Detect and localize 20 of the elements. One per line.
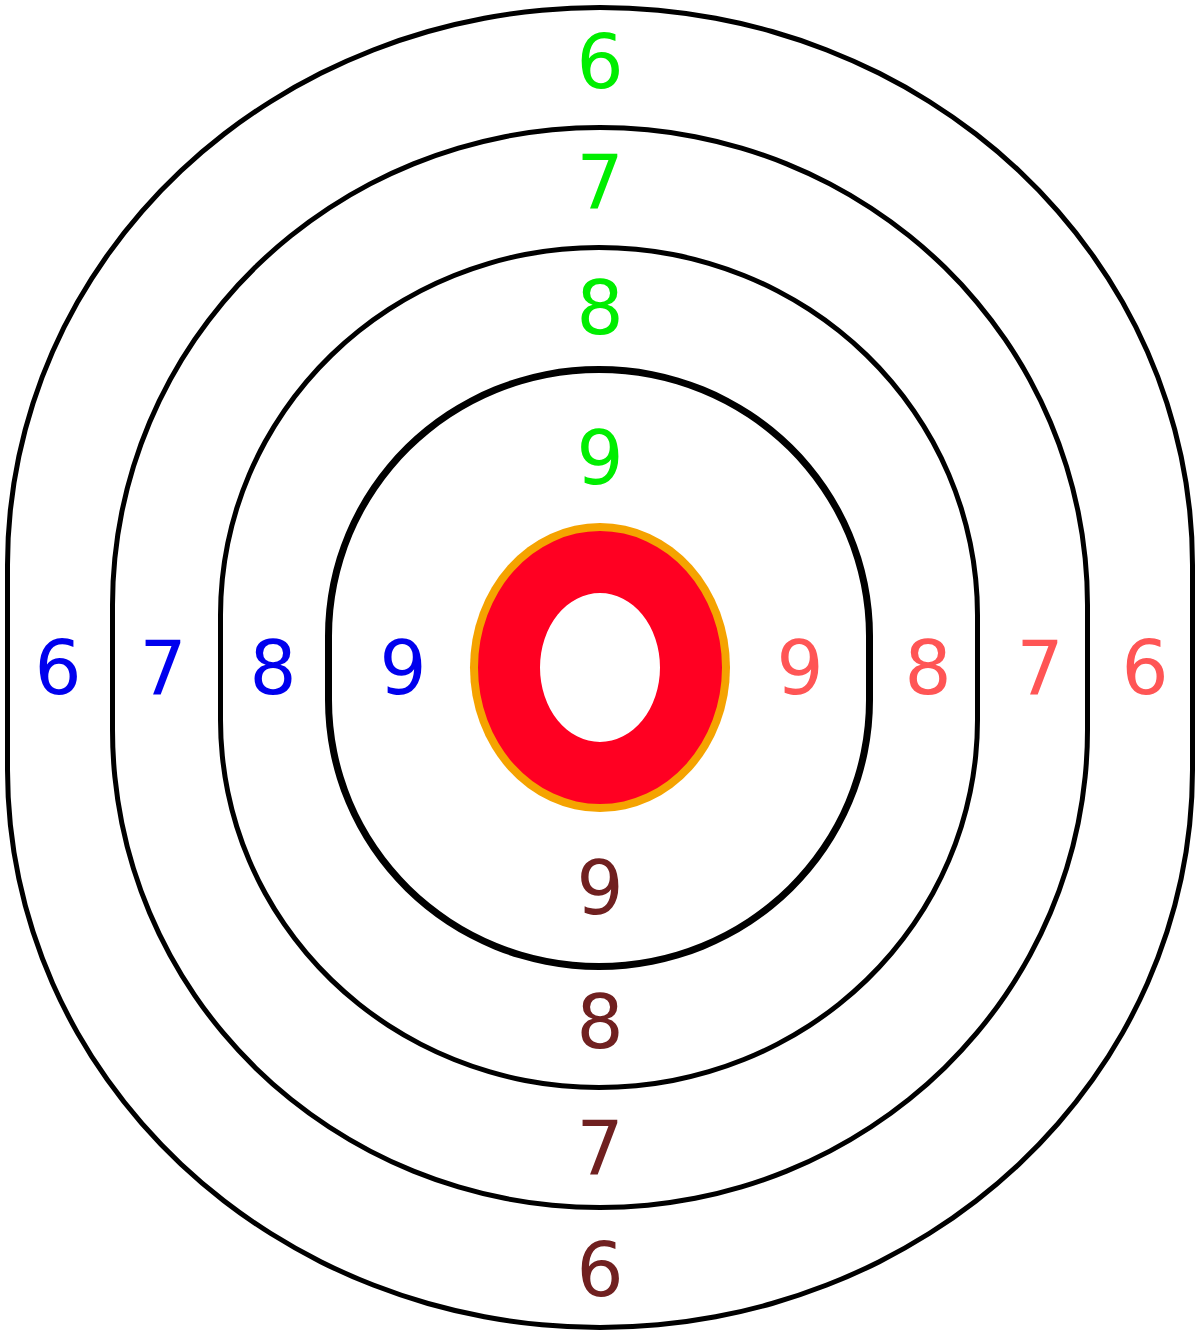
score-number: 9 <box>576 421 624 495</box>
score-number: 6 <box>576 25 624 99</box>
score-number: 9 <box>379 631 427 705</box>
score-number: 9 <box>576 851 624 925</box>
score-number: 8 <box>576 271 624 345</box>
score-number: 8 <box>249 631 297 705</box>
score-number: 8 <box>904 631 952 705</box>
score-number: 7 <box>1016 631 1064 705</box>
score-number: 6 <box>576 1233 624 1307</box>
score-number: 6 <box>34 631 82 705</box>
target-ring <box>5 5 1195 1330</box>
score-number: 7 <box>576 145 624 219</box>
score-number: 7 <box>576 1111 624 1185</box>
target-ring <box>110 125 1090 1210</box>
score-number: 9 <box>776 631 824 705</box>
score-number: 7 <box>139 631 187 705</box>
target-ring <box>325 366 873 970</box>
score-number: 6 <box>1121 631 1169 705</box>
target-ring <box>218 245 980 1090</box>
score-number: 8 <box>576 985 624 1059</box>
